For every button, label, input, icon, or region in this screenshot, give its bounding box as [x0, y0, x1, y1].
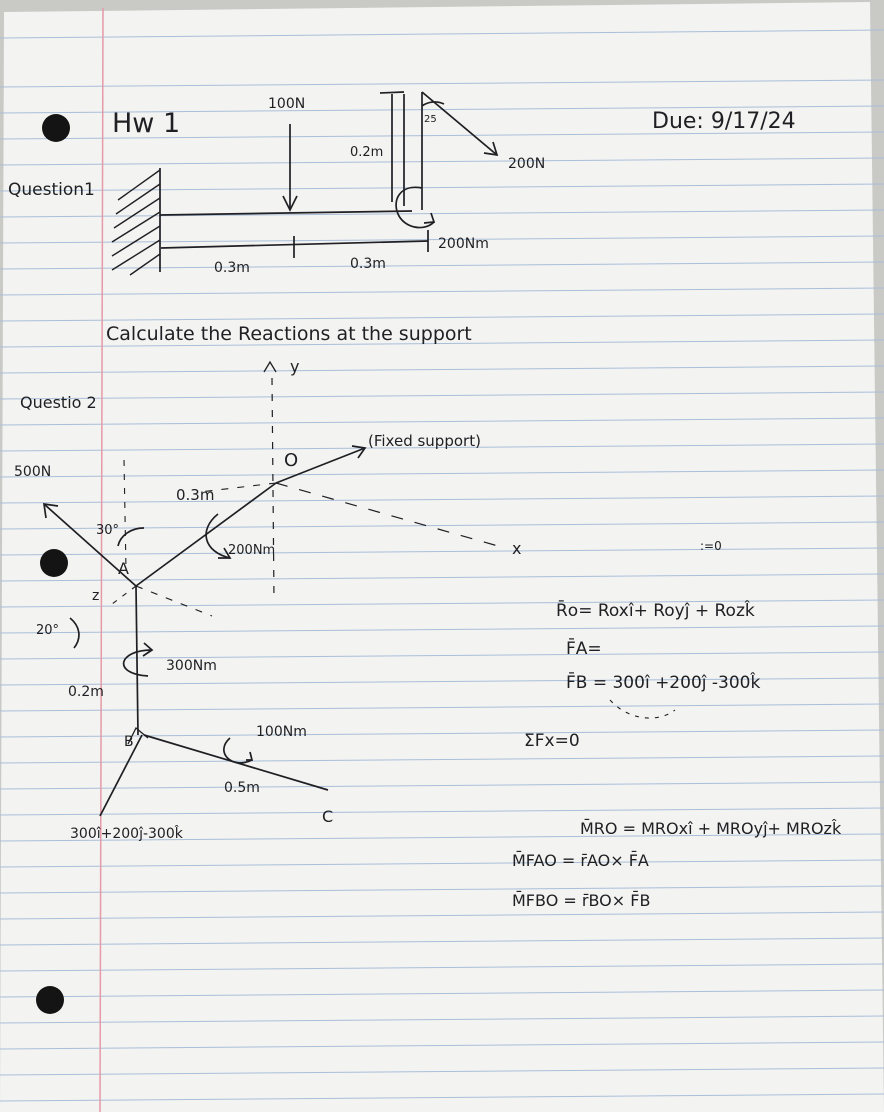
len-bc-label: 0.5m	[224, 780, 260, 796]
y-axis	[271, 377, 275, 601]
stray-mark: :=0	[700, 539, 722, 553]
force-500n-label: 500N	[14, 464, 51, 480]
moment-200-label: 200Nm	[228, 543, 275, 558]
wall-hatching	[111, 169, 161, 276]
force-b-line	[99, 734, 143, 817]
due-date: Due: 9/17/24	[652, 109, 796, 134]
punch-hole	[42, 114, 70, 142]
q1-prompt: Calculate the Reactions at the support	[106, 323, 472, 345]
q1-length-vertical: 0.2m	[350, 145, 383, 160]
len-oa-label: 0.3m	[176, 486, 214, 504]
member-ab	[135, 585, 139, 736]
q1-length-right: 0.3m	[350, 256, 386, 272]
fixed-support-label: (Fixed support)	[368, 432, 481, 450]
question1-label: Question1	[8, 180, 95, 200]
ruled-lines	[0, 29, 884, 1102]
q1-force-top: 100N	[268, 96, 305, 112]
point-o-label: O	[284, 450, 298, 471]
punch-hole	[40, 549, 68, 577]
margin-line	[99, 7, 104, 1112]
len-ab-label: 0.2m	[68, 684, 104, 700]
q1-angle: 25	[424, 114, 437, 125]
moment-300nm-arrow	[122, 649, 153, 677]
point-a-label: A	[118, 559, 129, 578]
angle-30-label: 30°	[96, 523, 119, 538]
moment-100-label: 100Nm	[256, 724, 307, 740]
axis-z-label: z	[92, 588, 99, 604]
punch-hole	[36, 986, 64, 1014]
eq-fb: F̄B = 300î +200ĵ -300k̂	[566, 671, 760, 693]
q1-force-angled: 200N	[508, 156, 545, 172]
angle-30-arc	[117, 527, 145, 547]
q1-moment: 200Nm	[438, 236, 489, 252]
eq-sum-fx: ΣFx=0	[524, 731, 580, 751]
force-500n-arrow	[43, 503, 137, 587]
moment-200nm-arrow	[395, 186, 435, 229]
question1-diagram	[111, 91, 499, 276]
question2-diagram	[42, 360, 676, 817]
axis-x-label: x	[512, 539, 521, 558]
beam-line	[159, 210, 413, 216]
eq-ro: R̄o= Roxî+ Royĵ + Rozk̂	[556, 599, 755, 621]
angle-20-label: 20°	[36, 623, 59, 638]
eq-mfao: M̄FAO = r̄AO× F̄A	[512, 851, 649, 870]
point-b-label: B	[124, 734, 134, 750]
fixed-support-arrow	[275, 447, 366, 484]
force-b-label: 300î+200ĵ-300k̂	[70, 825, 184, 842]
angle-arc	[421, 101, 445, 107]
q1-length-left: 0.3m	[214, 260, 250, 276]
x-axis	[275, 482, 506, 549]
point-c-label: C	[322, 807, 333, 826]
angle-20-arc	[69, 617, 80, 649]
moment-300-label: 300Nm	[166, 658, 217, 674]
page-title: Hw 1	[112, 108, 180, 139]
moment-200nm-arrow	[205, 513, 231, 559]
eq-fa: F̄A=	[566, 637, 602, 659]
question2-label: Questio 2	[20, 393, 97, 412]
axis-y-label: y	[290, 357, 299, 376]
moment-100nm-arrow	[223, 737, 253, 764]
eq-mro: M̄RO = MROxî + MROyĵ+ MROzk̂	[580, 819, 842, 838]
eq-mfbo: M̄FBO = r̄BO× F̄B	[512, 891, 650, 910]
